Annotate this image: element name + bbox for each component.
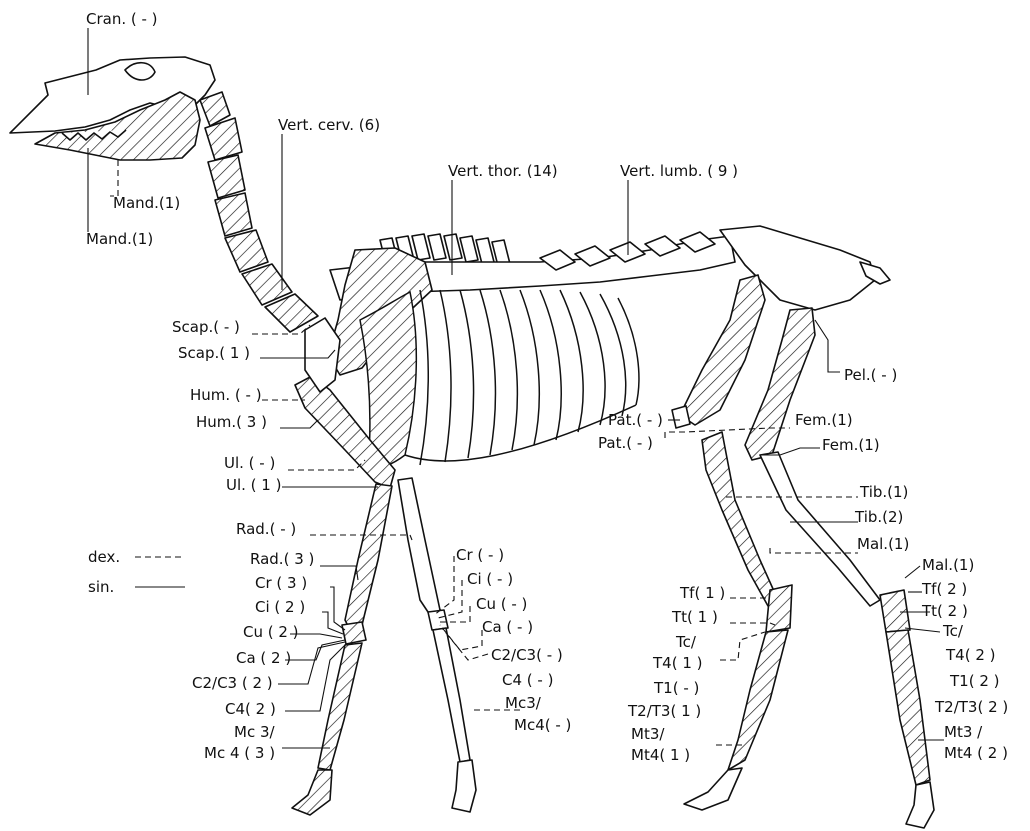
radius-ulna-dex [398,478,440,618]
label-mc-dex-1: Mc3/ [505,694,542,712]
label-c2c3-dex: C2/C3( - ) [491,646,563,664]
label-tib-sin: Tib.(2) [854,508,903,526]
label-mt-sin-2: Mt4 ( 2 ) [944,744,1008,762]
cervical-vertebra-4 [215,193,252,236]
label-pat-1: Pat.( - ) [608,411,663,429]
label-ca-dex: Ca ( - ) [482,618,533,636]
label-mal-dex: Mal.(1) [857,535,909,553]
cervical-vertebra-5 [225,230,268,272]
legend-dex-label: dex. [88,548,120,566]
metatarsal-sin [728,630,788,770]
label-fem-dex: Fem.(1) [795,411,853,429]
label-mand-dex: Mand.(1) [113,194,180,212]
label-vert-cerv: Vert. cerv. (6) [278,116,380,134]
label-ul-dex: Ul. ( - ) [224,454,275,472]
patella [672,406,690,428]
tarsals-dex [880,590,910,632]
label-tt-dex: Tt( 1 ) [671,608,718,626]
label-vert-thor: Vert. thor. (14) [448,162,558,180]
label-cr-sin: Cr ( 3 ) [255,574,307,592]
legend-sin-label: sin. [88,578,114,596]
label-cu-sin: Cu ( 2 ) [243,623,299,641]
label-rad-dex: Rad.( - ) [236,520,296,538]
femur-sin [680,275,765,425]
label-mt-dex-1: Mt3/ [631,725,665,743]
label-scap-sin: Scap.( 1 ) [178,344,250,362]
radius-ulna-sin [345,484,392,630]
label-t1-dex: T1( - ) [653,679,699,697]
carpals-sin [342,622,366,644]
label-tc-sin-2: T4( 2 ) [945,646,996,664]
label-cr-dex: Cr ( - ) [456,546,504,564]
carpals-dex [428,610,448,630]
label-t2t3-dex: T2/T3( 1 ) [627,702,701,720]
cervical-vertebra-3 [208,155,245,198]
label-pel: Pel.( - ) [844,366,897,384]
label-rad-sin: Rad.( 3 ) [250,550,314,568]
metatarsal-dex [886,630,930,785]
label-ul-sin: Ul. ( 1 ) [226,476,281,494]
label-tt-sin: Tt( 2 ) [921,602,968,620]
label-mal-sin: Mal.(1) [922,556,974,574]
label-mt-sin-1: Mt3 / [944,723,983,741]
metacarpal-dex [433,628,470,762]
label-ca-sin: Ca ( 2 ) [236,649,291,667]
label-tc-dex-2: T4( 1 ) [652,654,703,672]
label-ci-dex: Ci ( - ) [467,570,513,588]
label-tib-dex: Tib.(1) [859,483,908,501]
tarsals-sin [766,585,792,632]
label-c2c3-sin: C2/C3 ( 2 ) [192,674,273,692]
label-scap-dex: Scap.( - ) [172,318,240,336]
label-tc-dex-1: Tc/ [675,633,697,651]
label-t1-sin: T1( 2 ) [949,672,1000,690]
label-tc-sin-1: Tc/ [942,622,964,640]
label-vert-lumb: Vert. lumb. ( 9 ) [620,162,738,180]
tibia-dex [760,452,880,606]
phalanges-hind-sin [684,768,742,810]
phalanges-hind-dex [906,782,934,828]
label-mc-sin-2: Mc 4 ( 3 ) [204,744,275,762]
label-hum-dex: Hum. ( - ) [190,386,262,404]
label-tf-sin: Tf( 2 ) [921,580,967,598]
label-pat-2: Pat.( - ) [598,434,653,452]
label-cran: Cran. ( - ) [86,10,158,28]
phalanges-fore-sin [292,770,332,815]
label-c4-dex: C4 ( - ) [502,671,553,689]
metacarpal-sin [318,643,362,770]
label-mand-sin: Mand.(1) [86,230,153,248]
label-mc-dex-2: Mc4( - ) [514,716,571,734]
label-mc-sin-1: Mc 3/ [234,723,276,741]
label-tf-dex: Tf( 1 ) [679,584,725,602]
label-t2t3-sin: T2/T3( 2 ) [934,698,1008,716]
label-c4-sin: C4( 2 ) [225,700,276,718]
label-fem-sin: Fem.(1) [822,436,880,454]
label-cu-dex: Cu ( - ) [476,595,527,613]
label-hum-sin: Hum.( 3 ) [196,413,267,431]
phalanges-fore-dex [452,760,476,812]
label-mt-dex-2: Mt4( 1 ) [631,746,690,764]
label-ci-sin: Ci ( 2 ) [255,598,305,616]
